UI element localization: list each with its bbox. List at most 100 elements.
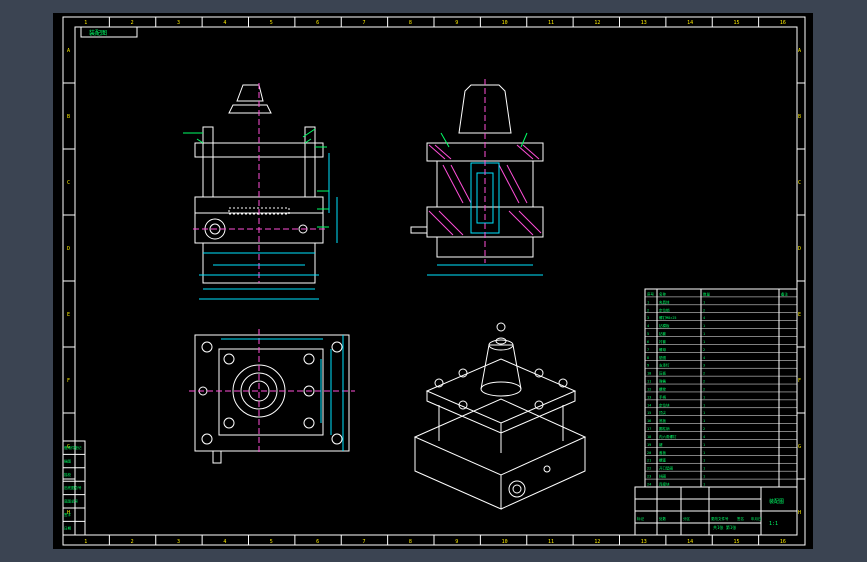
- parts-table-row-cell: 24: [647, 483, 651, 487]
- zone-col-top: 10: [502, 20, 508, 26]
- parts-table-row-cell: 螺母: [659, 347, 667, 352]
- zone-row-left: F: [67, 378, 70, 384]
- parts-table-row-cell: 2: [703, 308, 705, 312]
- zone-col-bottom: 9: [455, 539, 458, 545]
- zone-row-right: E: [798, 312, 801, 318]
- title-tab-box: [80, 26, 138, 38]
- zone-row-left: A: [67, 48, 70, 54]
- zone-col-top: 11: [548, 20, 554, 26]
- title-block-sheet: 共1张 第1张: [713, 524, 736, 530]
- zone-col-top: 2: [131, 20, 134, 26]
- parts-table-row-cell: 8: [647, 356, 649, 360]
- parts-table-row-cell: 4: [647, 324, 649, 328]
- parts-table-row-cell: 15: [647, 411, 651, 415]
- left-strip-label: 旧底图总号: [64, 485, 82, 490]
- parts-table-row-cell: 螺栓: [659, 386, 667, 391]
- zone-row-right: A: [798, 48, 801, 54]
- zone-col-bottom: 1: [84, 539, 87, 545]
- parts-table-row-cell: 18: [647, 435, 651, 439]
- zone-row-right: C: [798, 180, 801, 186]
- parts-table-row-cell: 1: [703, 411, 705, 415]
- zone-col-top: 5: [270, 20, 273, 26]
- front-section-view[interactable]: [183, 83, 338, 300]
- title-block-drawing-name: 装配图: [769, 498, 784, 505]
- parts-table-row-cell: 定位销: [659, 307, 670, 312]
- zone-col-bottom: 16: [780, 539, 786, 545]
- zone-col-bottom: 7: [362, 539, 365, 545]
- parts-table-row-cell: 5: [647, 332, 649, 336]
- zone-row-left: C: [67, 180, 70, 186]
- parts-table-row-cell: 2: [703, 387, 705, 391]
- zone-row-left: D: [67, 246, 70, 252]
- zone-col-top: 4: [223, 20, 226, 26]
- parts-table-row-cell: 定位块: [659, 402, 670, 407]
- zone-col-top: 1: [84, 20, 87, 26]
- zone-col-bottom: 5: [270, 539, 273, 545]
- left-strip-label: 描图: [64, 458, 71, 463]
- parts-table-row-cell: 支承钉: [659, 363, 670, 368]
- zone-row-left: B: [67, 114, 70, 120]
- left-strip-label: 签字: [64, 512, 71, 517]
- zone-row-right: F: [798, 378, 801, 384]
- title-block[interactable]: 装配图 1:1 共1张 第1张 标记处数分区更改文件号签名年月日: [634, 486, 798, 536]
- parts-table-row-cell: 键: [659, 442, 663, 447]
- zone-row-left: H: [67, 510, 70, 516]
- parts-table-row-cell: 衬套: [659, 339, 667, 344]
- parts-table-row-cell: 2: [703, 427, 705, 431]
- parts-table-row-cell: 螺塞: [659, 458, 667, 463]
- zone-row-left: E: [67, 312, 70, 318]
- side-section-view[interactable]: [410, 79, 544, 276]
- parts-table-row-cell: 1: [703, 419, 705, 423]
- parts-table-row-cell: 4: [703, 435, 705, 439]
- zone-col-bottom: 13: [641, 539, 647, 545]
- zone-col-top: 14: [687, 20, 693, 26]
- parts-table-row-cell: 1: [703, 451, 705, 455]
- parts-table-row-cell: 钻模板: [659, 323, 670, 328]
- top-view[interactable]: [189, 329, 355, 464]
- zone-col-top: 13: [641, 20, 647, 26]
- parts-table-row-cell: 1: [703, 483, 705, 487]
- parts-table-row-cell: 23: [647, 475, 651, 479]
- title-block-label: 更改文件号: [711, 516, 729, 521]
- parts-table-row-cell: 1: [703, 340, 705, 344]
- parts-table-row-cell: 17: [647, 427, 651, 431]
- parts-table-row-cell: 13: [647, 395, 651, 399]
- parts-table-row-cell: 压板: [659, 371, 667, 376]
- left-strip-label: 底图总号: [64, 499, 78, 504]
- parts-table-row-cell: 1: [703, 467, 705, 471]
- title-block-label: 签名: [737, 516, 744, 521]
- parts-table-row-cell: 螺钉M8×25: [659, 315, 677, 320]
- parts-table-row-cell: 1: [703, 459, 705, 463]
- isometric-view[interactable]: [413, 322, 587, 510]
- parts-table-header-cell: 备注: [781, 291, 789, 296]
- zone-row-right: G: [798, 444, 801, 450]
- zone-col-bottom: 6: [316, 539, 319, 545]
- parts-table-row-cell: 1: [703, 403, 705, 407]
- zone-col-top: 7: [362, 20, 365, 26]
- parts-table-row-cell: 12: [647, 387, 651, 391]
- zone-col-bottom: 14: [687, 539, 693, 545]
- parts-table-header-cell: 数量: [703, 291, 711, 296]
- parts-table-row-cell: 圆柱销: [659, 426, 670, 431]
- zone-col-bottom: 11: [548, 539, 554, 545]
- parts-table-row-cell: 1: [703, 324, 705, 328]
- parts-table-row-cell: 盖板: [659, 450, 667, 455]
- parts-table-header-cell: 名称: [659, 291, 667, 296]
- parts-table-row-cell: 9: [647, 364, 649, 368]
- left-strip-label: 日期: [64, 525, 71, 530]
- parts-table-row-cell: 1: [703, 475, 705, 479]
- parts-table-row-cell: 21: [647, 459, 651, 463]
- zone-col-top: 8: [409, 20, 412, 26]
- left-strip-label: 借用件登记: [64, 445, 82, 450]
- zone-col-bottom: 12: [594, 539, 600, 545]
- title-block-scale: 1:1: [769, 521, 778, 527]
- zone-row-left: G: [67, 444, 70, 450]
- parts-table-row-cell: 1: [703, 332, 705, 336]
- zone-col-top: 16: [780, 20, 786, 26]
- parts-table-row-cell: 19: [647, 443, 651, 447]
- parts-table-row-cell: 1: [703, 300, 705, 304]
